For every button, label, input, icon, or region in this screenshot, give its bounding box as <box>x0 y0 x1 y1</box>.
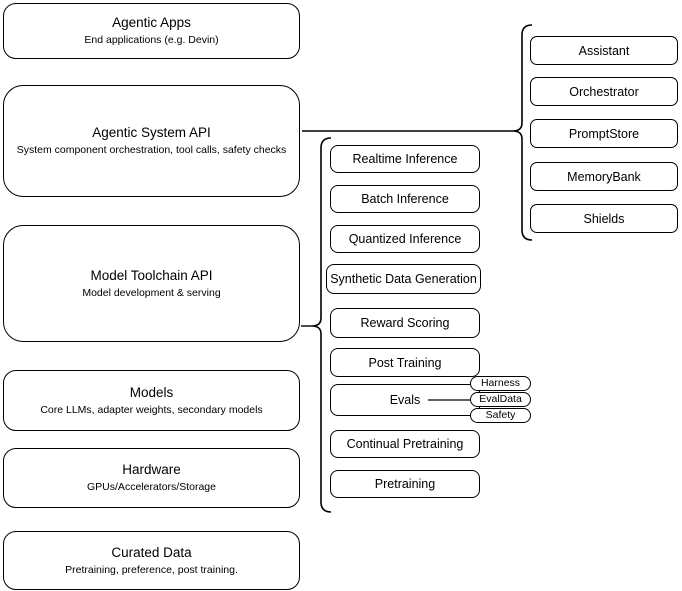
component-label: PromptStore <box>568 126 640 141</box>
node-title: Hardware <box>122 462 181 477</box>
service-label: Batch Inference <box>361 192 449 206</box>
pill-label: Safety <box>485 409 516 421</box>
node-title: Agentic Apps <box>112 15 191 30</box>
pill-label: EvalData <box>479 393 522 405</box>
component-orchestrator: Orchestrator <box>530 77 678 106</box>
service-label: Quantized Inference <box>348 232 462 246</box>
service-continual-pretraining: Continual Pretraining <box>330 430 480 458</box>
node-hardware: Hardware GPUs/Accelerators/Storage <box>3 448 300 508</box>
service-realtime-inference: Realtime Inference <box>330 145 480 173</box>
pill-harness: Harness <box>470 376 531 391</box>
component-label: Shields <box>583 211 625 226</box>
component-assistant: Assistant <box>530 36 678 65</box>
service-pretraining: Pretraining <box>330 470 480 498</box>
pill-safety: Safety <box>470 408 531 423</box>
service-label: Evals <box>389 393 421 407</box>
node-model-toolchain-api: Model Toolchain API Model development & … <box>3 225 300 342</box>
component-shields: Shields <box>530 204 678 233</box>
node-subtitle: Core LLMs, adapter weights, secondary mo… <box>40 403 263 416</box>
service-post-training: Post Training <box>330 348 480 377</box>
component-label: Orchestrator <box>569 84 639 99</box>
service-label: Realtime Inference <box>352 152 458 166</box>
node-models: Models Core LLMs, adapter weights, secon… <box>3 370 300 431</box>
service-label: Post Training <box>368 355 442 370</box>
pill-evaldata: EvalData <box>470 392 531 407</box>
component-label: MemoryBank <box>567 169 641 184</box>
service-batch-inference: Batch Inference <box>330 185 480 213</box>
service-label: Synthetic Data Generation <box>330 272 477 286</box>
node-subtitle: Pretraining, preference, post training. <box>65 563 238 576</box>
node-subtitle: Model development & serving <box>82 286 221 299</box>
service-synthetic-data-generation: Synthetic Data Generation <box>326 264 481 294</box>
toolchain-brace <box>311 137 332 513</box>
service-quantized-inference: Quantized Inference <box>330 225 480 253</box>
node-agentic-apps: Agentic Apps End applications (e.g. Devi… <box>3 3 300 59</box>
node-curated-data: Curated Data Pretraining, preference, po… <box>3 531 300 590</box>
service-reward-scoring: Reward Scoring <box>330 308 480 338</box>
node-subtitle: GPUs/Accelerators/Storage <box>87 481 216 493</box>
node-title: Model Toolchain API <box>90 267 213 283</box>
component-memorybank: MemoryBank <box>530 162 678 191</box>
node-agentic-system-api: Agentic System API System component orch… <box>3 85 300 197</box>
service-evals: Evals <box>330 384 480 416</box>
node-title: Curated Data <box>111 544 192 560</box>
component-label: Assistant <box>578 43 630 58</box>
node-subtitle: End applications (e.g. Devin) <box>84 34 219 46</box>
component-promptstore: PromptStore <box>530 119 678 148</box>
service-label: Pretraining <box>374 477 436 491</box>
pill-label: Harness <box>480 377 521 389</box>
service-label: Reward Scoring <box>360 316 450 330</box>
node-title: Models <box>129 384 174 400</box>
service-label: Continual Pretraining <box>346 437 464 451</box>
node-title: Agentic System API <box>92 125 211 140</box>
node-subtitle: System component orchestration, tool cal… <box>16 144 287 156</box>
